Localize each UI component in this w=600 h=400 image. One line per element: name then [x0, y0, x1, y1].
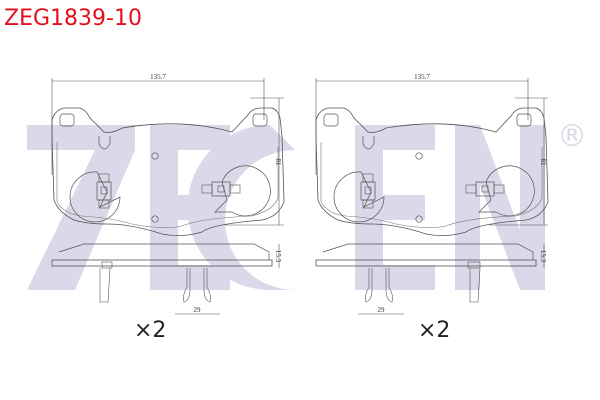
registered-mark: ®	[557, 119, 587, 154]
right-pad-front-view: 135.7 81	[315, 73, 549, 237]
left-pad-side-view: 15.3 29	[51, 243, 282, 315]
clip-spacing-label: 29	[194, 306, 202, 314]
thickness-dimension-label: 15.3	[274, 250, 282, 263]
height-dimension-label: 81	[539, 159, 547, 167]
clip-spacing-label: 29	[378, 306, 386, 314]
thickness-dimension-label: 15.3	[539, 250, 547, 263]
right-pad-side-view: 15.3 29	[315, 243, 547, 315]
part-number-title: ZEG1839-10	[4, 6, 142, 31]
right-quantity-label: ×2	[418, 318, 451, 343]
width-dimension-label: 135.7	[150, 73, 166, 81]
left-pad-front-view: 135.7 81	[51, 73, 285, 237]
height-dimension-label: 81	[274, 159, 282, 167]
left-quantity-label: ×2	[134, 318, 167, 343]
width-dimension-label: 135.7	[414, 73, 430, 81]
